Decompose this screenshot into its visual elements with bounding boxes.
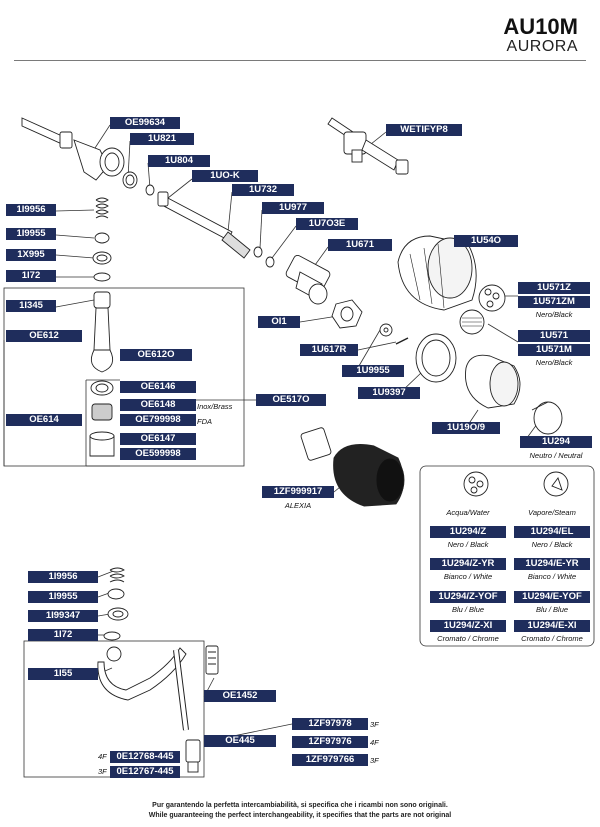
part-1u9397: 1U9397 (358, 387, 420, 399)
model-code: AU10M (503, 14, 578, 39)
part-1i72-b: 1I72 (28, 629, 98, 641)
part-1zf979766: 1ZF979766 (292, 754, 368, 766)
part-oe614: OE614 (6, 414, 82, 426)
part-1i9955-a: 1I9955 (6, 228, 56, 240)
note-3f-a: 3F (370, 720, 379, 729)
note-neutro-neutral: Neutro / Neutral (529, 451, 583, 460)
part-1u294-el: 1U294/EL (514, 526, 590, 538)
note-3f-b: 3F (370, 756, 379, 765)
part-1u571z: 1U571Z (518, 282, 590, 294)
part-1u54o: 1U54O (454, 235, 518, 247)
note-vapore-steam: Vapore/Steam (528, 508, 576, 517)
part-oe799998: OE799998 (120, 414, 196, 426)
note-cromato-e: Cromato / Chrome (521, 634, 583, 643)
part-1u294-z-yr: 1U294/Z-YR (430, 558, 506, 570)
part-1u9955: 1U9955 (342, 365, 404, 377)
part-0e12768-445: 0E12768-445 (110, 751, 180, 763)
part-1i72-a: 1I72 (6, 270, 56, 282)
part-1i345: 1I345 (6, 300, 56, 312)
note-fda: FDA (197, 417, 212, 426)
note-inox-brass: Inox/Brass (197, 402, 233, 411)
part-1zf97976: 1ZF97976 (292, 736, 368, 748)
note-pre-4f: 4F (98, 752, 107, 761)
part-oe612: OE612 (6, 330, 82, 342)
note-nero-black-1: Nero/Black (535, 310, 573, 319)
part-1u294-e-yr: 1U294/E-YR (514, 558, 590, 570)
part-1i9956-a: 1I9956 (6, 204, 56, 216)
part-oe599998: OE599998 (120, 448, 196, 460)
part-oe99634: OE99634 (110, 117, 180, 129)
part-1u7o3e: 1U7O3E (296, 218, 358, 230)
part-1uo-k: 1UO-K (192, 170, 258, 182)
part-oi1: OI1 (258, 316, 300, 328)
header-rule (14, 60, 586, 61)
part-oe517o: OE517O (256, 394, 326, 406)
part-1u671: 1U671 (328, 239, 392, 251)
note-nero-e: Nero / Black (531, 540, 573, 549)
part-wetifyp8: WETIFYP8 (386, 124, 462, 136)
note-acqua-water: Acqua/Water (446, 508, 490, 517)
part-1u294-e-yof: 1U294/E-YOF (514, 591, 590, 603)
part-1u571zm: 1U571ZM (518, 296, 590, 308)
note-cromato-z: Cromato / Chrome (437, 634, 499, 643)
part-1u294: 1U294 (520, 436, 592, 448)
part-oe1452: OE1452 (204, 690, 276, 702)
note-pre-3f: 3F (98, 767, 107, 776)
part-1i99347: 1I99347 (28, 610, 98, 622)
part-1i9956-b: 1I9956 (28, 571, 98, 583)
part-1u617r: 1U617R (300, 344, 358, 356)
note-blu-z: Blu / Blue (451, 605, 485, 614)
note-bianco-z: Bianco / White (443, 572, 493, 581)
part-1u732: 1U732 (232, 184, 294, 196)
part-oe6148: OE6148 (120, 399, 196, 411)
note-bianco-e: Bianco / White (527, 572, 577, 581)
footer-italian: Pur garantendo la perfetta intercambiabi… (152, 802, 448, 809)
note-alexia: ALEXIA (284, 501, 312, 510)
part-1u294-z-yof: 1U294/Z-YOF (430, 591, 506, 603)
footer-english: While guaranteeing the perfect interchan… (148, 812, 452, 819)
note-4f: 4F (370, 738, 379, 747)
part-1u821: 1U821 (130, 133, 194, 145)
group-frame-filters (419, 465, 595, 647)
part-oe6147: OE6147 (120, 433, 196, 445)
note-blu-e: Blu / Blue (535, 605, 569, 614)
part-1x995: 1X995 (6, 249, 56, 261)
part-1u19o-9: 1U19O/9 (432, 422, 500, 434)
part-1u294-z: 1U294/Z (430, 526, 506, 538)
part-1u294-e-xi: 1U294/E-XI (514, 620, 590, 632)
part-oe6146: OE6146 (120, 381, 196, 393)
part-1u571m: 1U571M (518, 344, 590, 356)
part-1i55: 1I55 (28, 668, 98, 680)
part-1zf97978: 1ZF97978 (292, 718, 368, 730)
part-1u294-z-xi: 1U294/Z-XI (430, 620, 506, 632)
part-oe612o: OE612O (120, 349, 192, 361)
part-1u571: 1U571 (518, 330, 590, 342)
part-1u804: 1U804 (148, 155, 210, 167)
note-nero-z: Nero / Black (447, 540, 489, 549)
model-name: AURORA (506, 38, 578, 55)
part-1zf999917: 1ZF999917 (262, 486, 334, 498)
part-1u977: 1U977 (262, 202, 324, 214)
part-1i9955-b: 1I9955 (28, 591, 98, 603)
part-oe445: OE445 (204, 735, 276, 747)
part-0e12767-445: 0E12767-445 (110, 766, 180, 778)
note-nero-black-2: Nero/Black (535, 358, 573, 367)
